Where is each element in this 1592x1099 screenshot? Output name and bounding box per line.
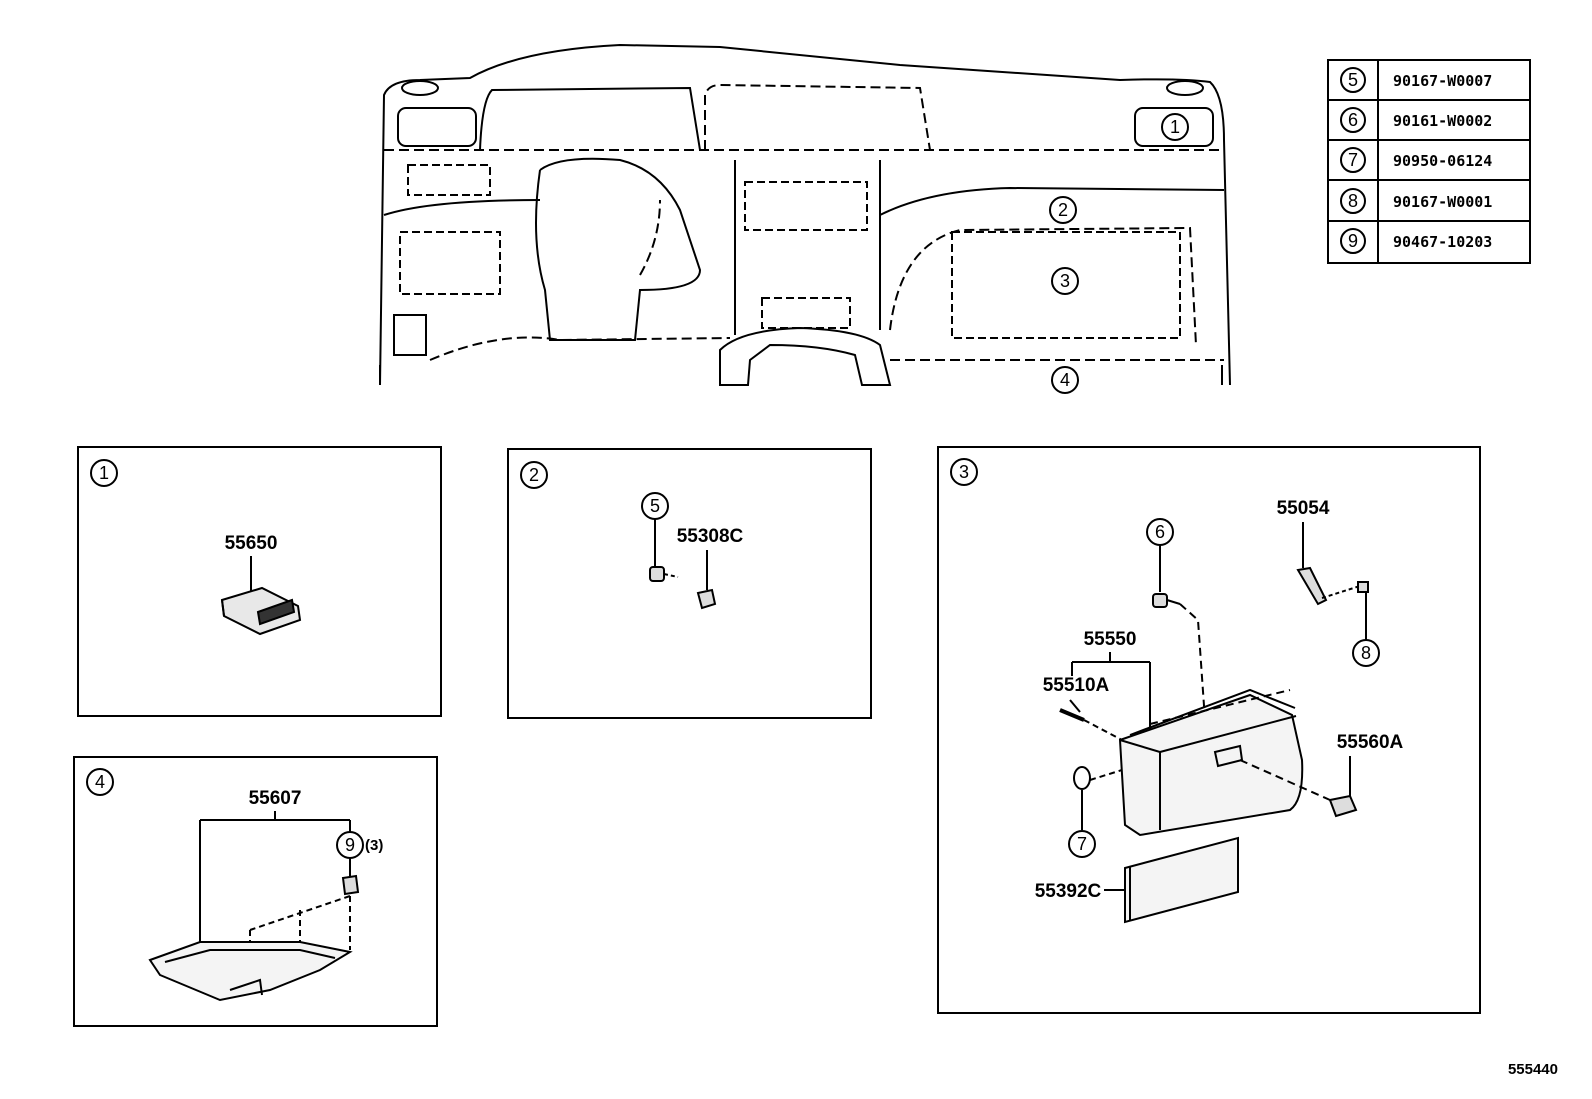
part-number: 55650 (225, 533, 278, 554)
table-row: 7 90950-06124 (1340, 147, 1492, 173)
row-part: 90467-10203 (1393, 233, 1492, 251)
part-number: 55510A (1043, 675, 1110, 696)
dashboard-callout-4: 4 (1051, 366, 1079, 394)
figure-reference: 555440 (1508, 1061, 1558, 1078)
row-circle: 8 (1348, 191, 1358, 211)
manual-case-illustration (1124, 836, 1239, 924)
hinge-bolt-icon (1296, 566, 1328, 606)
callout-label: 2 (1058, 200, 1068, 220)
screw-icon (649, 566, 679, 582)
callout-label: 9 (345, 835, 355, 855)
row-circle: 9 (1348, 231, 1358, 251)
table-row: 8 90167-W0001 (1340, 188, 1492, 214)
row-part: 90950-06124 (1393, 152, 1492, 170)
callout-label: 7 (1077, 834, 1087, 854)
row-part: 90161-W0002 (1393, 112, 1492, 130)
part-number: 55392C (1035, 881, 1102, 902)
row-circle: 7 (1348, 150, 1358, 170)
part-number: 55560A (1337, 732, 1404, 753)
table-row: 9 90467-10203 (1340, 228, 1492, 254)
table-row: 6 90161-W0002 (1340, 107, 1492, 133)
dashboard-overview (379, 43, 1231, 386)
screw-icon (1152, 593, 1181, 608)
air-vent-illustration (220, 586, 302, 636)
callout-label: 1 (1170, 117, 1180, 137)
glove-box-illustration (1118, 688, 1304, 837)
callout-label: 4 (1060, 370, 1070, 390)
callout-label: 8 (1361, 643, 1371, 663)
lock-cylinder-icon (1073, 766, 1091, 790)
part-number: 55054 (1277, 498, 1330, 519)
under-cover-illustration (148, 941, 353, 1002)
panel-number: 4 (95, 772, 105, 792)
clip-icon (341, 874, 360, 896)
callout-label: 6 (1155, 522, 1165, 542)
dashboard-callout-1: 1 (1161, 113, 1189, 141)
detail-panel-2: 2 5 55308C (507, 448, 872, 719)
detail-panel-4: 4 55607 9 (3) (73, 756, 438, 1027)
panel-number: 3 (959, 462, 969, 482)
callout-table: 5 90167-W0007 6 90161-W0002 7 90950-0612… (1327, 59, 1531, 264)
dashboard-callout-2: 2 (1049, 196, 1077, 224)
panel-number: 2 (529, 465, 539, 485)
part-number: 55607 (249, 788, 302, 809)
small-screw-icon (1357, 581, 1369, 593)
row-part: 90167-W0007 (1393, 72, 1492, 90)
part-number: 55308C (677, 526, 744, 547)
callout-label: 5 (650, 496, 660, 516)
dashboard-callout-3: 3 (1051, 267, 1079, 295)
panel-number: 1 (99, 463, 109, 483)
clip-icon (696, 588, 717, 610)
quantity-label: (3) (365, 837, 383, 854)
part-number: 55550 (1084, 629, 1137, 650)
detail-panel-1: 1 55650 (77, 446, 442, 717)
latch-icon (1328, 794, 1358, 818)
row-circle: 6 (1348, 110, 1358, 130)
detail-panel-3: 3 55054 8 6 55550 55510A (937, 446, 1481, 1014)
table-row: 5 90167-W0007 (1340, 67, 1492, 93)
callout-label: 3 (1060, 271, 1070, 291)
row-part: 90167-W0001 (1393, 193, 1492, 211)
row-circle: 5 (1348, 70, 1358, 90)
